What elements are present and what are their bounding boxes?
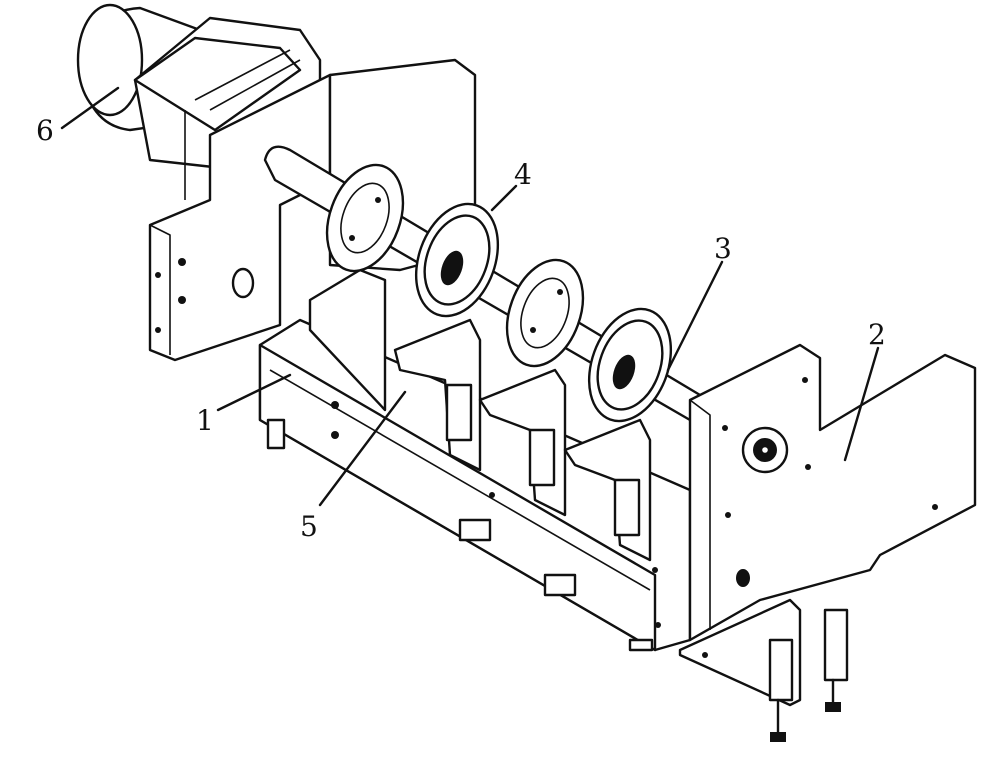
- motor: [76, 3, 322, 200]
- disc-3: [505, 258, 585, 368]
- label-1: 1: [196, 404, 214, 437]
- label-5: 5: [300, 510, 318, 543]
- disc-2: [414, 202, 500, 318]
- shaft-assembly: [263, 145, 703, 423]
- right-bracket: [652, 343, 977, 742]
- label-3: 3: [714, 232, 732, 265]
- label-2: 2: [868, 318, 886, 351]
- label-6: 6: [36, 114, 54, 147]
- leader-3: [666, 260, 724, 372]
- support-ribs: [308, 268, 652, 562]
- leader-5: [318, 390, 407, 507]
- leader-4: [490, 184, 518, 212]
- label-4: 4: [514, 158, 532, 191]
- leader-2: [843, 346, 880, 462]
- disc-4: [587, 307, 673, 423]
- leader-1: [216, 373, 292, 412]
- leader-6: [60, 86, 120, 130]
- disc-1: [325, 163, 405, 273]
- callouts: 6 1 5 4 3 2: [36, 86, 886, 543]
